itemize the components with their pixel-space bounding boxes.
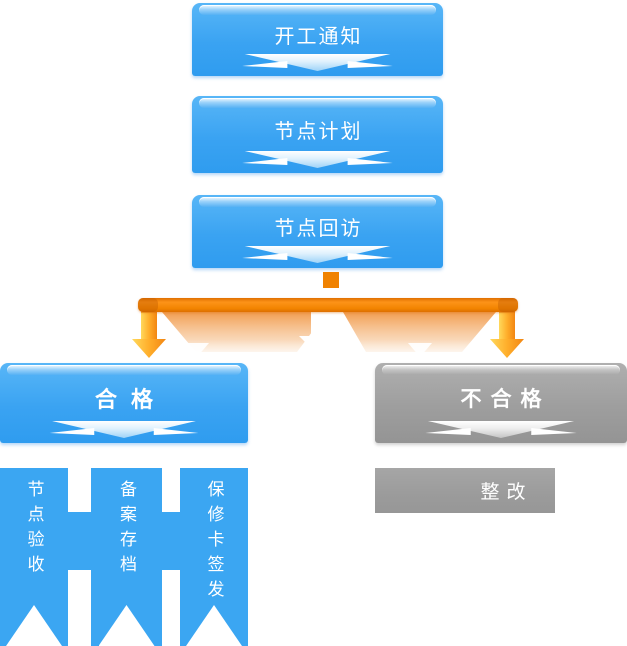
chevron-down-icon: [242, 54, 393, 71]
chevron-down-icon: [425, 421, 577, 438]
ribbon-notch: [98, 605, 155, 646]
node-label: 开工通知: [274, 24, 363, 48]
node-top-highlight: [199, 5, 436, 15]
ribbon-node-acceptance: 节点验收: [0, 468, 68, 646]
node-qualified: 合格: [0, 363, 248, 443]
ribbon-warranty-card: 保修卡签发: [180, 468, 248, 646]
node-rectify: 整改: [375, 468, 555, 513]
chevron-down-icon: [49, 421, 199, 438]
center-arrow-icon: [311, 312, 330, 338]
ribbon-bridge: [68, 512, 91, 570]
chevron-down-icon: [242, 151, 393, 168]
node-label: 合格: [94, 388, 167, 413]
ribbon-label: 保修卡签发: [203, 480, 224, 605]
node-start-notice: 开工通知: [192, 3, 443, 76]
chevron-down-icon: [242, 246, 393, 263]
ribbon-label: 节点验收: [23, 480, 44, 580]
connector-bar: [138, 298, 518, 312]
ribbon-label: 备案存档: [116, 480, 136, 580]
node-top-highlight: [199, 98, 436, 108]
ribbon-notch: [186, 605, 242, 646]
connector-square: [323, 272, 339, 288]
ribbon-notch: [6, 605, 62, 646]
node-label: 节点计划: [274, 119, 363, 143]
node-node-plan: 节点计划: [192, 96, 443, 173]
node-top-highlight: [199, 197, 436, 207]
node-label: 不合格: [460, 387, 551, 411]
node-unqualified: 不合格: [375, 363, 627, 443]
ribbon-bridge: [162, 512, 180, 570]
node-top-highlight: [382, 365, 620, 375]
node-node-revisit: 节点回访: [192, 195, 443, 268]
node-top-highlight: [7, 365, 241, 375]
node-label: 整改: [480, 481, 533, 503]
connector-glow: [162, 312, 496, 357]
ribbon-filing-archive: 备案存档: [91, 468, 162, 646]
node-label: 节点回访: [274, 216, 363, 240]
